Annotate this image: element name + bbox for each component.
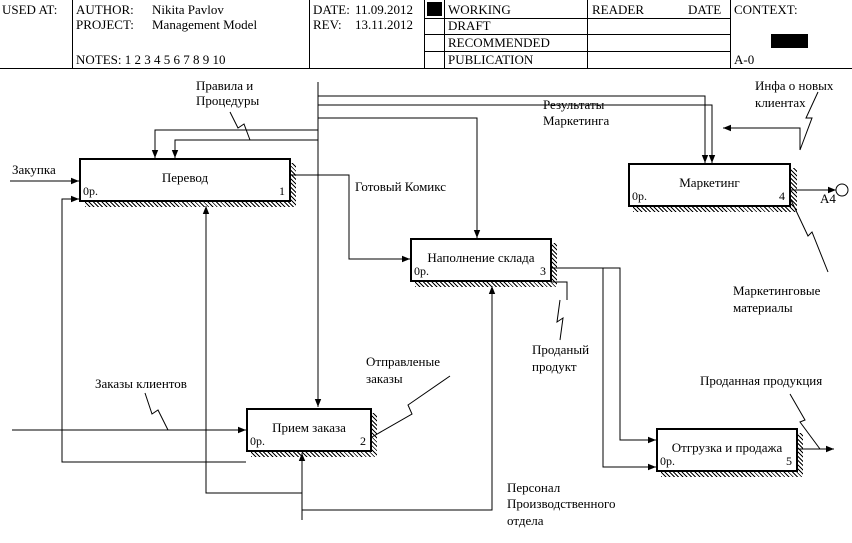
arrow-control-to-box1 <box>151 129 318 158</box>
label-personal-1: Персонал <box>507 480 561 495</box>
box-title: Прием заказа <box>272 420 346 435</box>
date-label: DATE: <box>313 2 350 17</box>
label-otpravl-1: Отправленые <box>366 354 440 369</box>
label-gotovy: Готовый Комикс <box>355 179 447 194</box>
working-marker <box>427 2 442 16</box>
squiggle-info <box>799 91 819 151</box>
arrow-info-clients <box>723 124 801 150</box>
arrow-control-to-box1-b <box>171 139 318 158</box>
project-value: Management Model <box>152 17 258 32</box>
box-cost: 0р. <box>414 264 429 278</box>
notes-label: NOTES: 1 2 3 4 5 6 7 8 9 10 <box>76 52 226 67</box>
arrow-gotovy <box>291 174 410 263</box>
label-results-1: Результаты <box>543 97 605 112</box>
status-publication: PUBLICATION <box>448 52 534 67</box>
squiggle-zakazy <box>144 392 169 431</box>
box-cost: 0р. <box>250 434 265 448</box>
box-cost: 0р. <box>83 184 98 198</box>
label-prodany-1: Проданый <box>532 342 590 357</box>
activity-box-napolnenie[interactable]: Наполнение склада 0р. 3 <box>410 238 552 282</box>
squiggle-prodannaya <box>789 393 821 450</box>
label-otpravl-2: заказы <box>366 371 403 386</box>
date-value: 11.09.2012 <box>355 2 414 17</box>
label-personal-3: отдела <box>507 513 544 528</box>
box-number: 1 <box>279 184 285 198</box>
context-marker <box>771 34 808 48</box>
arrow-personal-box1 <box>202 206 302 494</box>
reader-label: READER <box>592 2 644 17</box>
status-working: WORKING <box>448 2 511 17</box>
label-prodany-2: продукт <box>532 359 577 374</box>
rev-label: REV: <box>313 17 342 32</box>
project-label: PROJECT: <box>76 17 134 32</box>
label-pravila-1: Правила и <box>196 78 254 93</box>
label-info-2: клиентах <box>755 95 806 110</box>
reader-date-label: DATE <box>688 2 722 17</box>
label-pravila-2: Процедуры <box>196 93 260 108</box>
box-title: Перевод <box>161 170 209 185</box>
label-a4: A4 <box>820 191 836 206</box>
box-cost: 0р. <box>632 189 647 203</box>
box-number: 5 <box>786 454 792 468</box>
arrow-control-branch <box>318 104 716 163</box>
squiggle-otpravl <box>371 375 451 438</box>
arrow-control-to-box4 <box>318 95 709 163</box>
label-zakupka: Закупка <box>12 162 56 177</box>
arrow-box3-out <box>552 267 656 444</box>
label-materials-1: Маркетинговые <box>733 283 821 298</box>
arrow-box2-to-box1 <box>61 195 246 463</box>
squiggle-materials <box>790 199 829 273</box>
label-personal-2: Производственного <box>507 496 616 511</box>
status-recommended: RECOMMENDED <box>448 35 550 50</box>
activity-box-priem[interactable]: Прием заказа 0р. 2 <box>246 408 372 452</box>
box-title: Маркетинг <box>679 175 740 190</box>
label-zakazy: Заказы клиентов <box>95 376 187 391</box>
rev-value: 13.11.2012 <box>355 17 414 32</box>
arrow-personal-box3 <box>302 286 496 511</box>
used-at-label: USED AT: <box>2 2 58 17</box>
box-number: 4 <box>779 189 785 203</box>
context-label: CONTEXT: <box>734 2 798 17</box>
squiggle-prodany <box>556 299 564 341</box>
label-prodannaya: Проданная продукция <box>700 373 823 388</box>
box-number: 2 <box>360 434 366 448</box>
activity-box-marketing[interactable]: Маркетинг 0р. 4 <box>628 163 791 207</box>
label-info-1: Инфа о новых <box>755 78 834 93</box>
arrow-box3-to-box5-b <box>552 281 568 300</box>
node-label: A-0 <box>734 52 755 67</box>
label-results-2: Маркетинга <box>543 113 610 128</box>
activity-box-perevod[interactable]: Перевод 0р. 1 <box>79 158 291 202</box>
activity-box-otgruzka[interactable]: Отгрузка и продажа 0р. 5 <box>656 428 798 472</box>
box-title: Наполнение склада <box>427 250 535 265</box>
status-draft: DRAFT <box>448 18 491 33</box>
box-number: 3 <box>540 264 546 278</box>
box-cost: 0р. <box>660 454 675 468</box>
a4-circle <box>835 183 849 197</box>
author-label: AUTHOR: <box>76 2 134 17</box>
author-value: Nikita Pavlov <box>152 2 224 17</box>
label-materials-2: материалы <box>733 300 793 315</box>
squiggle-pravila <box>229 111 251 141</box>
arrow-control-to-box3 <box>318 117 481 238</box>
box-title: Отгрузка и продажа <box>671 440 783 455</box>
